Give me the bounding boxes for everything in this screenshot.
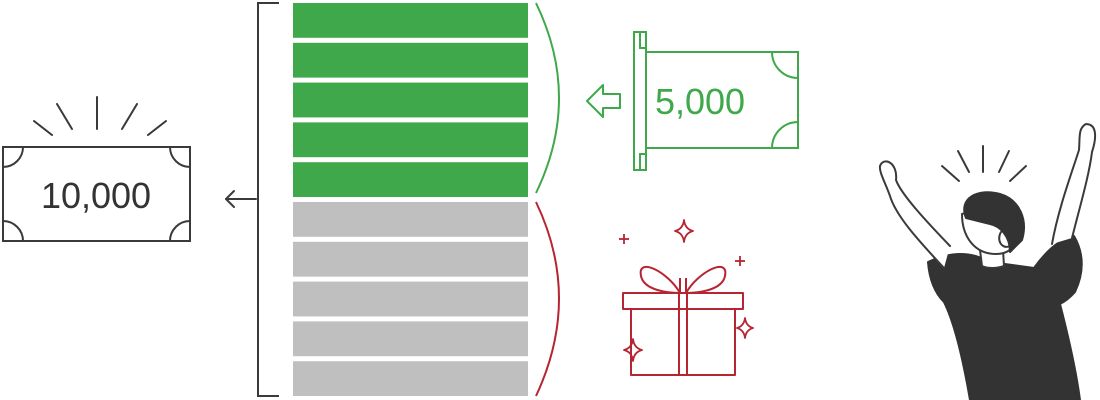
segment-empty xyxy=(293,202,528,237)
total-amount-label: 10,000 xyxy=(41,175,151,216)
gift-box-icon xyxy=(622,265,744,376)
segment-stack xyxy=(293,3,528,396)
segment-filled xyxy=(293,3,528,38)
hollow-arrow-left-icon xyxy=(586,84,621,118)
segment-empty xyxy=(293,281,528,317)
cheering-person-icon xyxy=(878,123,1097,400)
segment-filled xyxy=(293,122,528,158)
stack-bracket xyxy=(257,2,279,397)
segment-empty xyxy=(293,241,528,277)
red-group-arc xyxy=(535,201,560,397)
segment-filled xyxy=(293,162,528,197)
banknote-icon xyxy=(2,146,191,242)
segment-filled xyxy=(293,42,528,78)
deposit-amount-label: 5,000 xyxy=(655,81,745,122)
shine-lines-right xyxy=(941,145,1027,182)
sparkle-icons xyxy=(619,219,754,362)
segment-empty xyxy=(293,361,528,396)
arrow-left-icon xyxy=(225,190,257,208)
segment-empty xyxy=(293,321,528,357)
segment-filled xyxy=(293,82,528,118)
banknote-icon xyxy=(633,31,799,171)
shine-lines-left xyxy=(33,96,167,136)
green-group-arc xyxy=(535,2,560,194)
